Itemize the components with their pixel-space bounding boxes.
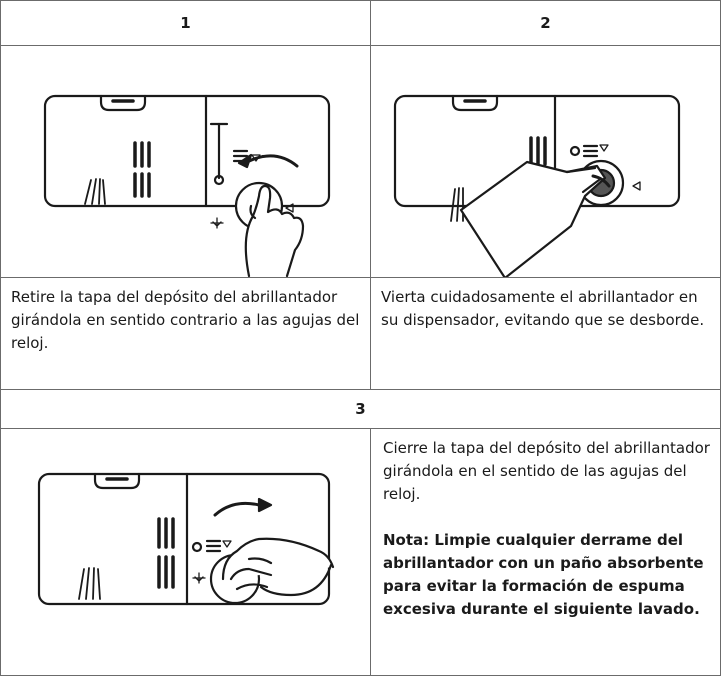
dispenser-pour-rinse-aid-illustration [393, 94, 681, 277]
step-3-header: 3 [0, 389, 721, 429]
step-2-illustration-cell [370, 45, 721, 278]
dispenser-remove-cap-illustration [43, 94, 331, 277]
step-2-header: 2 [370, 0, 721, 46]
step-1-text: Retire la tapa del depósito del abrillan… [0, 277, 371, 390]
step-1-header: 1 [0, 0, 371, 46]
step-3-text: Cierre la tapa del depósito del abrillan… [383, 439, 710, 503]
step-3-note: Nota: Limpie cualquier derrame del abril… [383, 531, 704, 618]
dispenser-close-cap-illustration [37, 472, 335, 606]
step-3-text-cell: Cierre la tapa del depósito del abrillan… [370, 428, 721, 676]
step-1-illustration-cell [0, 45, 371, 278]
step-3-illustration-cell [0, 428, 371, 676]
step-2-text: Vierta cuidadosamente el abrillantador e… [370, 277, 721, 390]
